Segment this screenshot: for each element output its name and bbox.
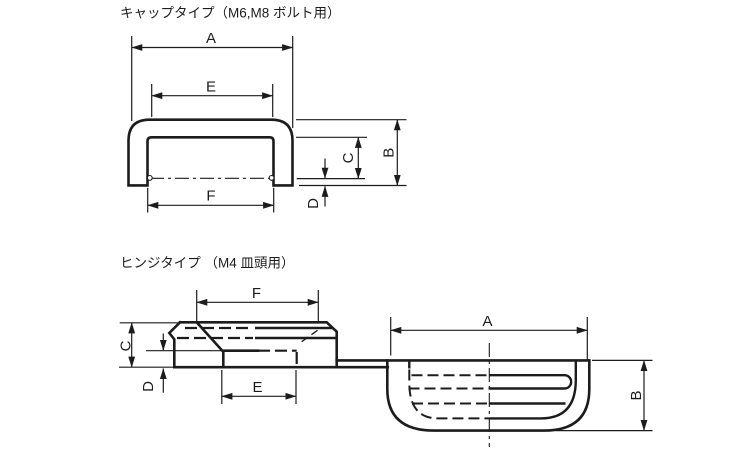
hinge-type-title: ヒンジタイプ （M4 皿頭用） [120, 256, 295, 271]
dim-d-cap: D [305, 158, 329, 209]
dim-label-d-hinge: D [140, 381, 157, 392]
cap-type-outline-group [127, 118, 294, 187]
dim-a-hinge: A [390, 313, 588, 360]
hinge-base-hidden-lines [177, 326, 298, 367]
dim-label-f-cap: F [206, 188, 215, 205]
dim-label-c-cap: C [340, 152, 357, 163]
hinge-base-view: F C D E [118, 285, 390, 404]
cap-type-diagram: キャップタイプ（M6,M8 ボルト用） A E F [120, 6, 407, 213]
dim-f-hinge: F [196, 285, 319, 322]
hinge-bend-line [301, 329, 318, 343]
dim-f-cap: F [147, 188, 275, 213]
dim-label-e-cap: E [206, 79, 216, 96]
hinge-type-diagram: ヒンジタイプ （M4 皿頭用） F C [118, 256, 653, 447]
dim-label-b-hinge: B [628, 390, 645, 400]
dim-e-cap: E [151, 79, 274, 117]
dim-label-a-hinge: A [482, 313, 492, 330]
dim-d-hinge: D [140, 333, 222, 393]
hinge-cap-inner-right [489, 360, 577, 420]
dim-c-hinge: C [118, 322, 187, 368]
hinge-base-solid-rows [255, 326, 336, 340]
dim-label-a-cap: A [206, 30, 216, 47]
dim-a-cap: A [131, 30, 294, 128]
dim-label-e-hinge: E [252, 379, 262, 396]
dim-b-hinge: B [556, 359, 653, 432]
dim-label-c-hinge: C [118, 340, 135, 351]
hinge-cap-outer-outline [386, 359, 591, 432]
hinge-cap-view: A B [335, 313, 653, 447]
dim-e-hinge: E [221, 370, 297, 404]
cap-outline [127, 118, 294, 187]
dim-label-d-cap: D [305, 198, 322, 209]
dim-label-b-cap: B [381, 148, 398, 158]
cap-type-title: キャップタイプ（M6,M8 ボルト用） [120, 6, 341, 21]
dim-c-cap: C [296, 136, 367, 180]
right-fillet-circle [268, 174, 275, 181]
hinge-cap-hidden-inner [408, 369, 490, 420]
dim-label-f-hinge: F [252, 285, 261, 302]
hinge-cap-thread-ribs [489, 374, 573, 405]
dim-b-cap: B [296, 119, 407, 187]
left-fillet-circle [146, 174, 153, 181]
